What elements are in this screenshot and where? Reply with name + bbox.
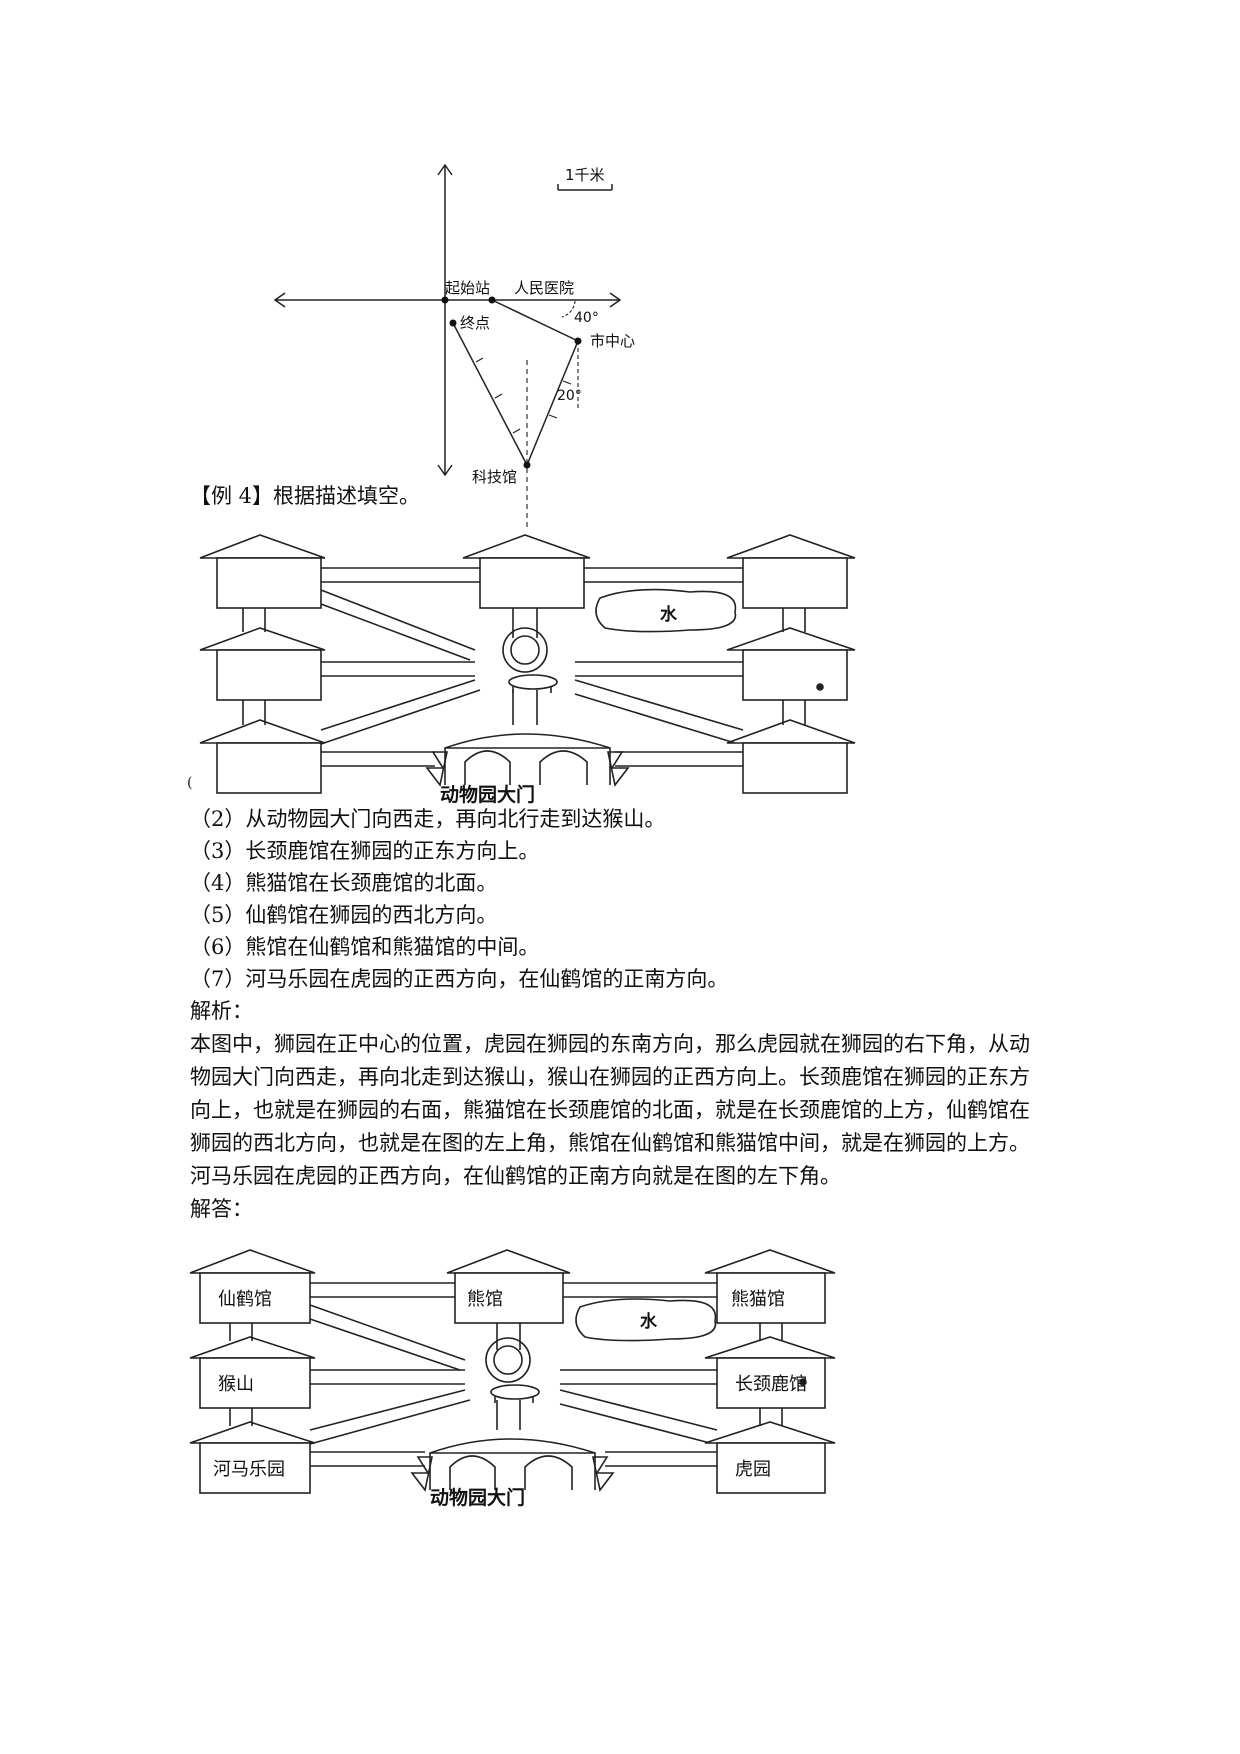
- water-label: 水: [660, 604, 678, 625]
- gate-label: 动物园大门: [440, 784, 536, 806]
- gate-label-answer: 动物园大门: [430, 1487, 526, 1509]
- scale-label: 1千米: [565, 166, 605, 184]
- example-item-3: （3）长颈鹿馆在狮园的正东方向上。: [190, 839, 540, 863]
- label-panda: 熊猫馆: [731, 1289, 785, 1310]
- hospital-label: 人民医院: [514, 279, 574, 297]
- zoo-map-answer: 水 仙鹤馆 熊馆 熊猫馆 猴山 长颈鹿馆 河马乐园 虎园 动物园大门: [185, 1245, 865, 1515]
- water-label-answer: 水: [640, 1311, 658, 1332]
- label-bear: 熊馆: [467, 1289, 503, 1310]
- route-map-figure: 1千米 起始站 人民医院 终点 市中心 科技馆 40° 20°: [273, 163, 635, 528]
- label-giraffe: 长颈鹿馆: [735, 1374, 807, 1395]
- example-item-6: （6）熊馆在仙鹤馆和熊猫馆的中间。: [190, 935, 540, 959]
- museum-label: 科技馆: [472, 468, 517, 486]
- angle-20-label: 20°: [557, 388, 582, 404]
- label-crane: 仙鹤馆: [218, 1289, 272, 1310]
- analysis-heading: 解析：: [190, 999, 253, 1023]
- angle-40-label: 40°: [574, 310, 599, 326]
- analysis-text: 本图中，狮园在正中心的位置，虎园在狮园的东南方向，那么虎园就在狮园的右下角，从动…: [190, 1032, 1030, 1188]
- label-tiger: 虎园: [735, 1459, 771, 1480]
- answer-heading: 解答：: [190, 1197, 253, 1221]
- example-item-7: （7）河马乐园在虎园的正西方向，在仙鹤馆的正南方向。: [190, 967, 729, 991]
- example-item-2: （2）从动物园大门向西走，再向北行走到达猴山。: [190, 807, 666, 831]
- zoo-map-blank: 水 动物园大门 (: [187, 530, 875, 806]
- end-label: 终点: [460, 314, 490, 332]
- start-label: 起始站: [445, 279, 490, 297]
- stray-mark: (: [187, 775, 193, 791]
- city-center-label: 市中心: [590, 332, 635, 350]
- label-hippo: 河马乐园: [213, 1459, 285, 1480]
- label-monkey: 猴山: [218, 1374, 254, 1395]
- example-item-5: （5）仙鹤馆在狮园的西北方向。: [190, 903, 498, 927]
- example-title: 【例 4】根据描述填空。: [190, 484, 421, 508]
- example-item-4: （4）熊猫馆在长颈鹿馆的北面。: [190, 871, 498, 895]
